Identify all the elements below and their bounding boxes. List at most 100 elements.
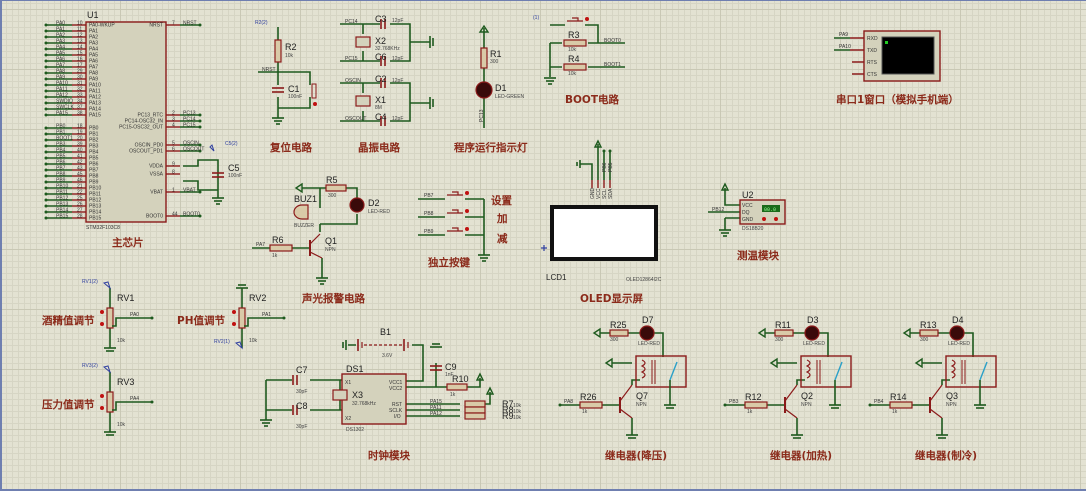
reset-circuit[interactable]: R2 10k NRST C1 100nF R2(2) 复位电路	[255, 20, 317, 154]
pin-terminal[interactable]	[44, 198, 48, 202]
crystal-x1[interactable]	[355, 95, 371, 107]
led-d2[interactable]	[349, 197, 365, 213]
resistor-r10[interactable]	[446, 383, 468, 391]
pin-terminal[interactable]	[44, 138, 48, 142]
terminal-screen[interactable]	[881, 36, 935, 75]
pin-terminal[interactable]	[44, 23, 48, 27]
npn-transistor-q3[interactable]	[929, 384, 943, 419]
pin-terminal[interactable]	[198, 125, 202, 129]
crystal-x2[interactable]	[355, 36, 371, 48]
resistor-r4[interactable]	[563, 63, 587, 71]
key-add-button[interactable]	[447, 209, 469, 214]
pin-terminal[interactable]	[44, 35, 48, 39]
crystal-circuit[interactable]: C3 12pF C6 12pF C2 12pF C4 12pF X2 32.76…	[340, 14, 434, 154]
mcu-body[interactable]	[85, 21, 167, 223]
reset-pushbutton[interactable]	[311, 83, 317, 106]
voltage-probe-icon[interactable]	[234, 341, 244, 350]
resistor-r3[interactable]	[563, 39, 587, 47]
pin-terminal[interactable]	[44, 204, 48, 208]
temp-sensor-u2[interactable]: 00.0 VCC DQ GND PB12 U2 DS18B20 测温模块	[708, 182, 786, 262]
pin-terminal[interactable]	[198, 214, 202, 218]
keys-circuit[interactable]: PB7 PB8 PB9 设置 加 减 独立按键	[418, 191, 512, 269]
pin-terminal[interactable]	[44, 150, 48, 154]
pin-terminal[interactable]	[44, 71, 48, 75]
pin-terminal[interactable]	[44, 95, 48, 99]
resistor-r14[interactable]	[889, 401, 913, 409]
pin-terminal[interactable]	[198, 119, 202, 123]
resistor-r5[interactable]	[325, 184, 347, 192]
resistor-r12[interactable]	[744, 401, 768, 409]
relay-coil-box[interactable]	[800, 355, 852, 388]
led-d3[interactable]	[804, 325, 820, 341]
boot-pushbutton[interactable]	[567, 17, 589, 22]
npn-transistor-q7[interactable]	[619, 384, 633, 419]
pin-terminal[interactable]	[44, 210, 48, 214]
pin-terminal[interactable]	[44, 83, 48, 87]
resistor-r11[interactable]	[774, 329, 794, 337]
pin-terminal[interactable]	[44, 113, 48, 117]
pin-terminal[interactable]	[44, 47, 48, 51]
led-d1[interactable]	[475, 81, 493, 99]
alarm-circuit[interactable]: R5 300 D2 LED-RED BUZ1 BUZZER R6 1k Q1 N…	[252, 175, 390, 305]
pin-terminal[interactable]	[44, 174, 48, 178]
pin-terminal[interactable]	[44, 192, 48, 196]
pin-terminal[interactable]	[198, 113, 202, 117]
npn-transistor-q1[interactable]	[309, 233, 323, 259]
resistor-r6[interactable]	[269, 244, 293, 252]
oled-display[interactable]: GND VCC SCL SDA PB6 PB5 LCD1 OLED12864I2…	[541, 139, 662, 305]
pin-terminal[interactable]	[44, 126, 48, 130]
relay-coil-box[interactable]	[945, 355, 997, 388]
temp-down-button[interactable]	[762, 217, 766, 221]
pin-terminal[interactable]	[44, 89, 48, 93]
resistor-r26[interactable]	[579, 401, 603, 409]
led-d4[interactable]	[949, 325, 965, 341]
voltage-probe-icon[interactable]	[102, 281, 112, 290]
pin-terminal[interactable]	[44, 144, 48, 148]
pin-terminal[interactable]	[44, 41, 48, 45]
pin-terminal[interactable]	[44, 53, 48, 57]
resistor-r1[interactable]	[480, 47, 488, 69]
pin-terminal[interactable]	[44, 156, 48, 160]
pin-terminal[interactable]	[44, 162, 48, 166]
pin-terminal[interactable]	[44, 180, 48, 184]
key-sub-button[interactable]	[447, 227, 469, 232]
pin-terminal[interactable]	[44, 65, 48, 69]
pin-terminal[interactable]	[198, 143, 202, 147]
crystal-x3[interactable]	[332, 389, 348, 401]
resistor-r8[interactable]	[464, 406, 486, 414]
pin-terminal[interactable]	[44, 29, 48, 33]
resistor-r13[interactable]	[919, 329, 939, 337]
oled-screen[interactable]	[550, 205, 658, 261]
resistor-r2[interactable]	[274, 39, 282, 63]
pin-terminal[interactable]	[44, 186, 48, 190]
temp-up-button[interactable]	[774, 217, 778, 221]
pin-terminal[interactable]	[44, 216, 48, 220]
resistor-r9[interactable]	[464, 412, 486, 420]
resistor-r25[interactable]	[609, 329, 629, 337]
pin-terminal[interactable]	[44, 59, 48, 63]
resistor-r7[interactable]	[464, 400, 486, 408]
key-set-button[interactable]	[447, 191, 469, 196]
pin-terminal[interactable]	[198, 190, 202, 194]
voltage-probe-icon[interactable]	[209, 144, 215, 152]
buzzer-buz1[interactable]	[293, 204, 309, 220]
led-d7[interactable]	[639, 325, 655, 341]
pin-terminal[interactable]	[198, 23, 202, 27]
pin-terminal[interactable]	[44, 132, 48, 136]
relay-coil-box[interactable]	[635, 355, 687, 388]
run-led-circuit[interactable]: R1 300 D1 LED-GREEN PC13 程序运行指示灯	[454, 24, 528, 154]
clock-circuit[interactable]: B1 3.6V DS1 DS1302 X1 X2 VCC1 VCC2 RST S…	[260, 327, 522, 462]
pin-terminal[interactable]	[44, 168, 48, 172]
voltage-probe-icon[interactable]	[102, 365, 112, 374]
pin-terminal[interactable]	[44, 107, 48, 111]
pin-terminal[interactable]	[44, 77, 48, 81]
virtual-terminal[interactable]: RXD TXD RTS CTS PA9 PA10 串口1窗口（模拟手机端）	[834, 30, 959, 106]
